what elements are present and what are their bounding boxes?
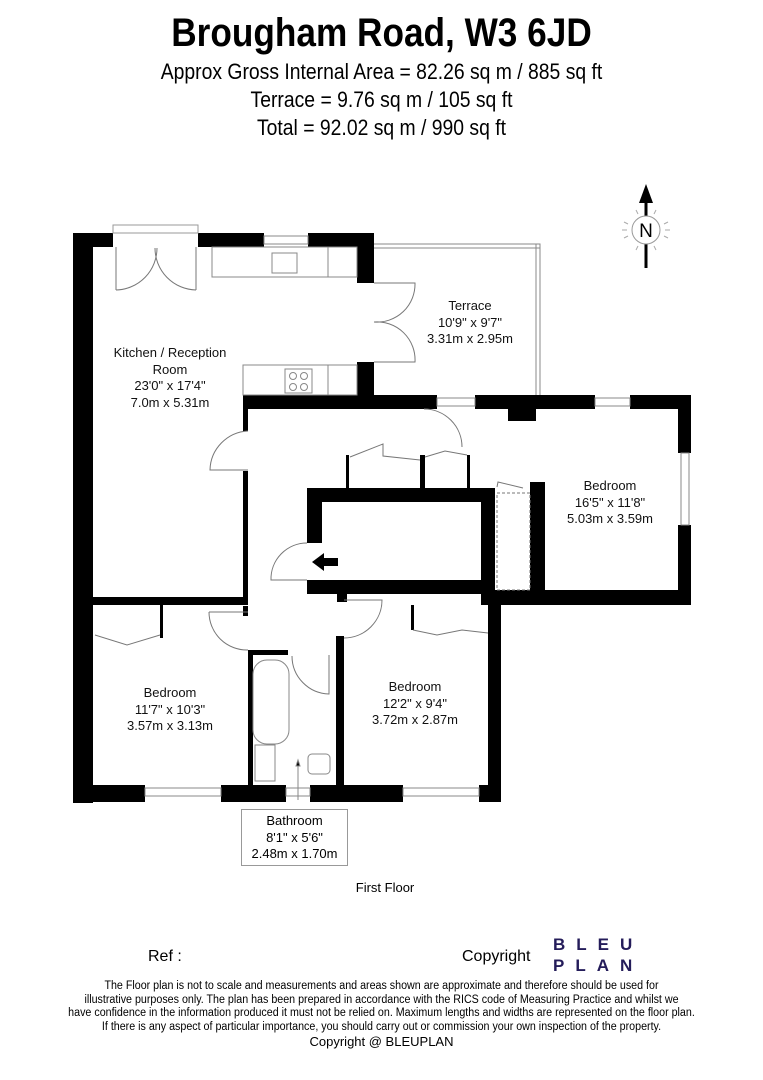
total-area: Total = 92.02 sq m / 990 sq ft — [256, 115, 506, 140]
doors — [112, 224, 463, 695]
room-dimensions-imperial: 12'2" x 9'4" — [382, 695, 448, 711]
copyright-notice: Copyright @ BLEUPLAN — [309, 1034, 454, 1049]
floor-label: First Floor — [355, 880, 415, 895]
disclaimer: The Floor plan is not to scale and measu… — [0, 980, 763, 1049]
room-bedroom-south: Bedroom 12'2" x 9'4" 3.72m x 2.87m — [350, 679, 480, 729]
room-bedroom-southwest: Bedroom 11'7" x 10'3" 3.57m x 3.13m — [100, 685, 240, 735]
room-name: Kitchen / Reception — [113, 345, 227, 360]
room-dimensions-imperial: 10'9" x 9'7" — [437, 314, 503, 330]
room-name: Bedroom — [388, 679, 442, 694]
logo-line-1: BLEU — [553, 935, 644, 954]
walls — [73, 233, 691, 803]
ref-label: Ref : — [148, 948, 182, 965]
terrace-area: Terrace = 9.76 sq m / 105 sq ft — [250, 87, 513, 112]
room-dimensions-metric: 7.0m x 5.31m — [130, 394, 210, 410]
gross-internal-area: Approx Gross Internal Area = 82.26 sq m … — [160, 59, 603, 84]
room-bathroom-label-box: Bathroom 8'1" x 5'6" 2.48m x 1.70m — [241, 809, 348, 866]
room-dimensions-metric: 5.03m x 3.59m — [567, 511, 653, 526]
room-dimensions-imperial: 23'0" x 17'4" — [134, 378, 206, 393]
wardrobes — [94, 443, 531, 646]
room-terrace: Terrace 10'9" x 9'7" 3.31m x 2.95m — [400, 298, 540, 348]
disclaimer-line: have confidence in the information produ… — [68, 1007, 695, 1019]
north-compass-icon: N — [622, 184, 670, 268]
room-dimensions-imperial: 16'5" x 11'8" — [574, 494, 646, 510]
room-dimensions-metric: 3.72m x 2.87m — [372, 712, 458, 727]
room-dimensions-imperial: 11'7" x 10'3" — [134, 701, 206, 717]
page-title: Brougham Road, W3 6JD — [171, 11, 592, 55]
room-name-cont: Room — [152, 361, 188, 377]
kitchen-counters — [211, 246, 358, 396]
disclaimer-line: The Floor plan is not to scale and measu… — [104, 980, 659, 992]
room-bedroom-east: Bedroom 16'5" x 11'8" 5.03m x 3.59m — [545, 478, 675, 528]
room-name: Bedroom — [143, 685, 197, 700]
room-name: Terrace — [448, 298, 492, 313]
room-dimensions-metric: 3.31m x 2.95m — [427, 331, 513, 346]
room-name: Bathroom — [266, 813, 323, 828]
room-name: Bedroom — [583, 478, 637, 493]
room-kitchen-reception: Kitchen / Reception Room 23'0" x 17'4" 7… — [100, 345, 240, 411]
room-dimensions-metric: 2.48m x 1.70m — [251, 846, 338, 861]
logo-line-2: PLAN — [553, 956, 644, 975]
room-dimensions-imperial: 8'1" x 5'6" — [266, 829, 323, 845]
entrance-arrow-icon — [312, 553, 338, 571]
disclaimer-line: If there is any aspect of particular imp… — [101, 1020, 662, 1033]
svg-text:N: N — [639, 221, 653, 242]
bathroom-fixtures — [252, 659, 331, 800]
header: Brougham Road, W3 6JD Approx Gross Inter… — [0, 8, 763, 142]
room-dimensions-metric: 3.57m x 3.13m — [127, 718, 213, 733]
disclaimer-line: illustrative purposes only. The plan has… — [84, 993, 679, 1006]
copyright-label: Copyright — [462, 948, 531, 965]
bleuplan-logo: BLEU PLAN — [553, 934, 643, 976]
